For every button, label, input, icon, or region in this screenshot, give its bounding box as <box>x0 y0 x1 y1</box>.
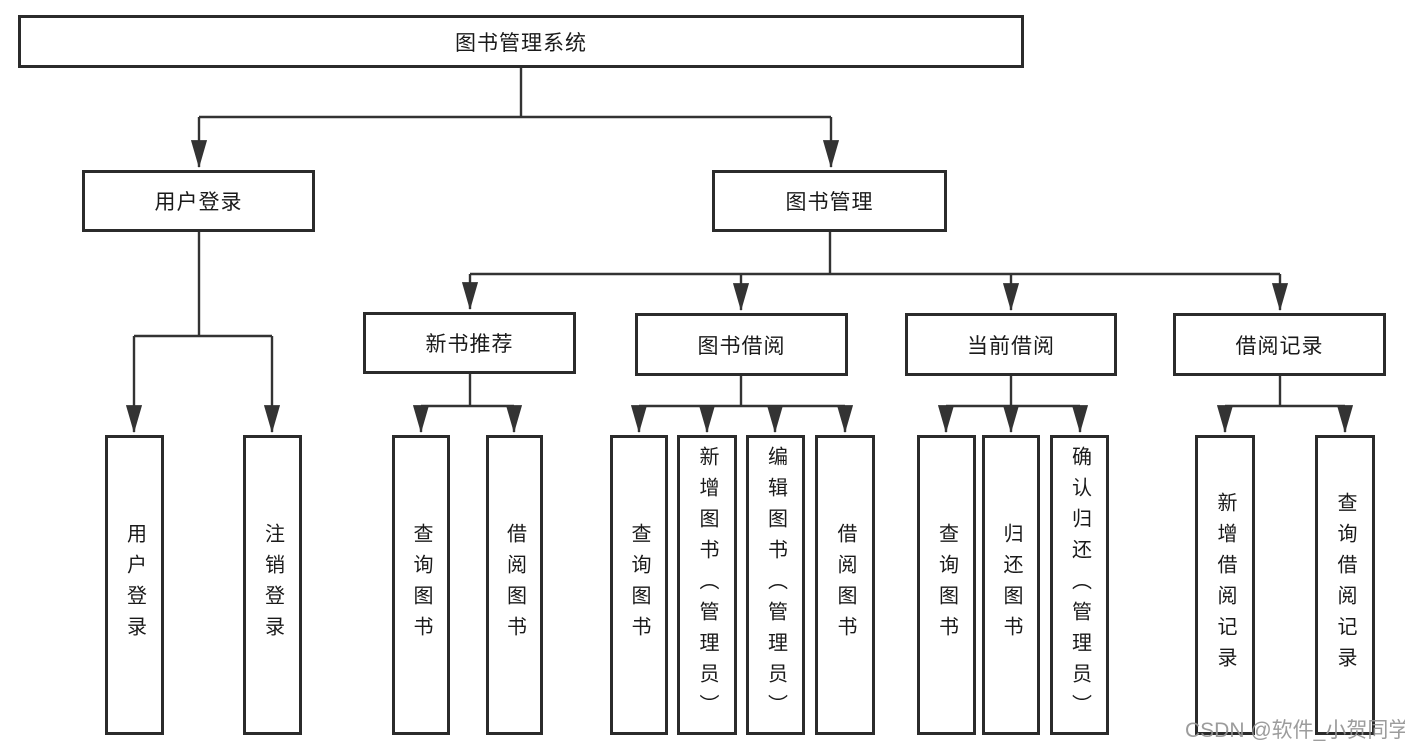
leaf-query-books-1: 查询图书 <box>392 435 450 735</box>
node-book-management: 图书管理 <box>712 170 947 232</box>
node-new-book-recommend: 新书推荐 <box>363 312 576 374</box>
node-borrowing-records: 借阅记录 <box>1173 313 1386 376</box>
leaf-borrow-books-1: 借阅图书 <box>486 435 543 735</box>
leaf-logout-login: 注销登录 <box>243 435 302 735</box>
leaf-query-borrow-record: 查询借阅记录 <box>1315 435 1375 735</box>
tree-edges <box>125 68 1354 434</box>
leaf-query-books-2: 查询图书 <box>610 435 668 735</box>
node-library-management-system: 图书管理系统 <box>18 15 1024 68</box>
leaf-borrow-books-2: 借阅图书 <box>815 435 875 735</box>
node-user-login: 用户登录 <box>82 170 315 232</box>
leaf-add-book-admin: 新增图书（管理员） <box>677 435 737 735</box>
node-book-borrowing: 图书借阅 <box>635 313 848 376</box>
leaf-confirm-return-admin: 确认归还（管理员） <box>1050 435 1109 735</box>
csdn-watermark: CSDN @软件_小贺同学 <box>1185 719 1405 742</box>
node-current-borrowing: 当前借阅 <box>905 313 1117 376</box>
leaf-edit-book-admin: 编辑图书（管理员） <box>746 435 805 735</box>
leaf-user-login: 用户登录 <box>105 435 164 735</box>
leaf-return-books: 归还图书 <box>982 435 1040 735</box>
leaf-query-books-3: 查询图书 <box>917 435 976 735</box>
leaf-add-borrow-record: 新增借阅记录 <box>1195 435 1255 735</box>
